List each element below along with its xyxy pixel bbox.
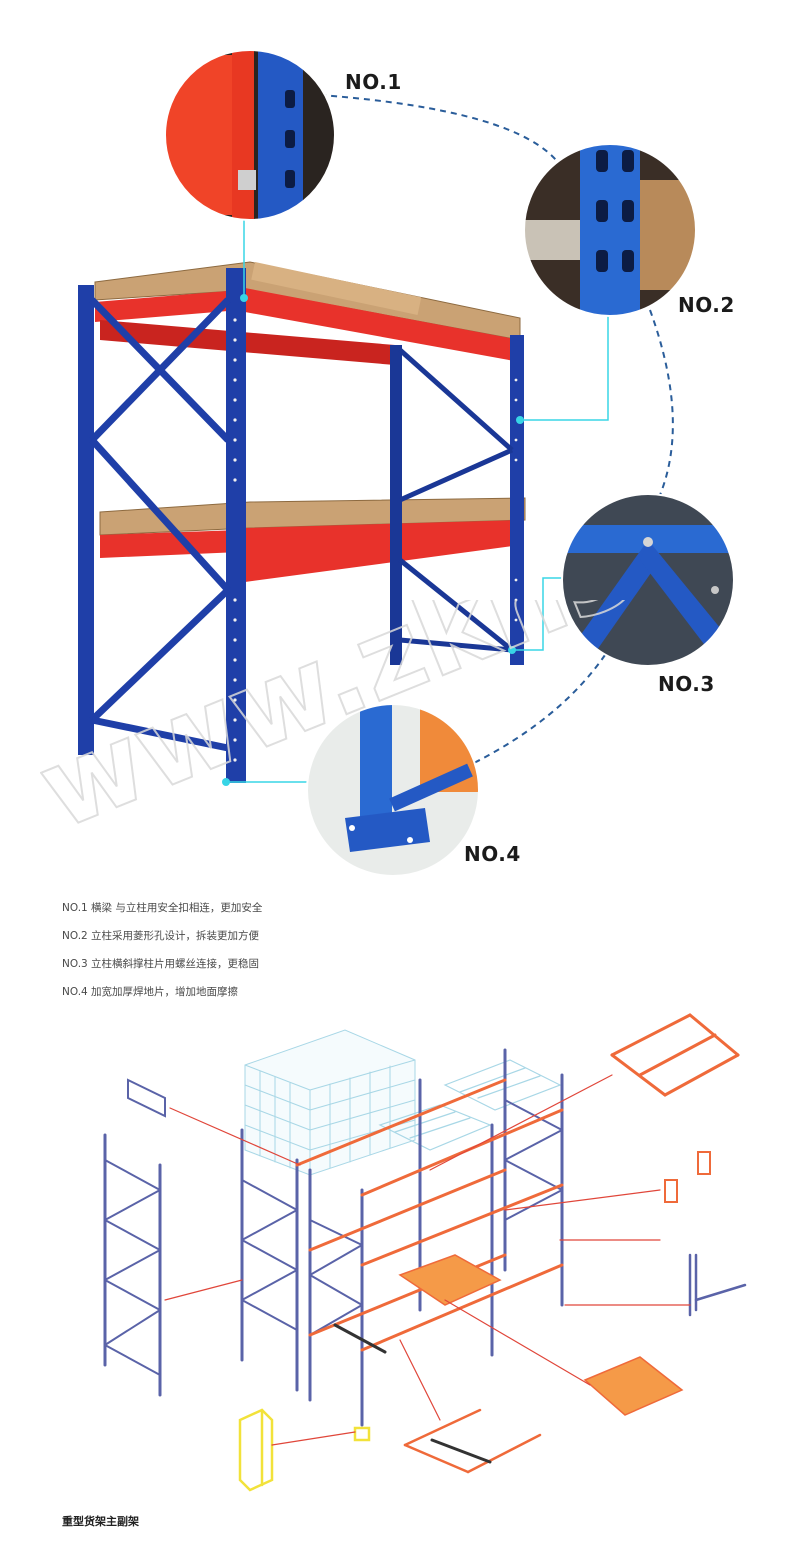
diagram-caption: 重型货架主副架 [62, 1515, 139, 1528]
beam-bottom-front [245, 520, 520, 582]
note-item-1: NO.1 横梁 与立柱用安全扣相连，更加安全 [62, 902, 263, 914]
upright-holes [233, 318, 518, 762]
diagram-wire-bar-2 [333, 1323, 387, 1354]
upright-left-front [78, 285, 94, 755]
beam-bottom-left [100, 530, 240, 558]
diagram-yellow-guard [238, 1408, 371, 1492]
beam-top-front [245, 288, 520, 362]
feature-notes: NO.1 横梁 与立柱用安全扣相连，更加安全 NO.2 立柱采用菱形孔设计，拆装… [62, 900, 462, 1012]
diagram-leader-lines [164, 1074, 691, 1446]
rack-photo-illustration [78, 49, 735, 877]
diagram-column-guard [688, 1253, 747, 1317]
diagram-wire-bar [430, 1438, 492, 1464]
dashed-arc-3 [469, 654, 606, 766]
diagram-pallet-support [403, 1408, 542, 1474]
brace-7 [398, 447, 514, 503]
note-item-4: NO.4 加宽加厚焊地片，增加地面摩擦 [62, 986, 239, 998]
diagram-exploded-beams [610, 1013, 740, 1097]
callout-no4: NO.4 [464, 842, 521, 866]
brace-2 [89, 297, 231, 443]
brace-3 [89, 437, 231, 593]
beam-top-back [100, 320, 395, 365]
detail-circle-2 [524, 144, 696, 316]
diagram-frame-braces [241, 1099, 563, 1336]
brace-8 [398, 558, 514, 652]
leader-lines [226, 215, 609, 783]
dashed-arc-2 [649, 309, 674, 496]
brace-4 [89, 587, 231, 723]
pallet-rack [78, 261, 526, 783]
detail-circle-3 [562, 494, 734, 666]
callout-no2: NO.2 [678, 293, 735, 317]
leader-dots [222, 294, 524, 786]
cargo-stack [244, 1029, 416, 1176]
dashed-arc-1 [319, 94, 561, 166]
brace-5 [91, 716, 229, 752]
callout-no3: NO.3 [658, 672, 715, 696]
brace-6 [398, 348, 514, 452]
diagram-beams [295, 1078, 564, 1352]
beam-top-left [95, 290, 240, 322]
note-item-2: NO.2 立柱采用菱形孔设计，拆装更加方便 [62, 930, 260, 942]
diagram-decking [398, 1254, 502, 1306]
callout-no1: NO.1 [345, 70, 402, 94]
diagram-connector-plate [127, 1078, 166, 1118]
upright-center-front [226, 268, 246, 783]
diagram-exploded-decking [583, 1356, 684, 1416]
diagram-uprights [240, 1048, 564, 1427]
diagram-spare-frame [103, 1133, 162, 1397]
diagram-safety-pins [664, 1151, 711, 1203]
upright-back [390, 345, 402, 665]
note-item-3: NO.3 立柱横斜撑柱片用螺丝连接，更稳固 [62, 958, 260, 970]
brace-9 [399, 637, 513, 653]
pallet-top-board [251, 262, 422, 315]
